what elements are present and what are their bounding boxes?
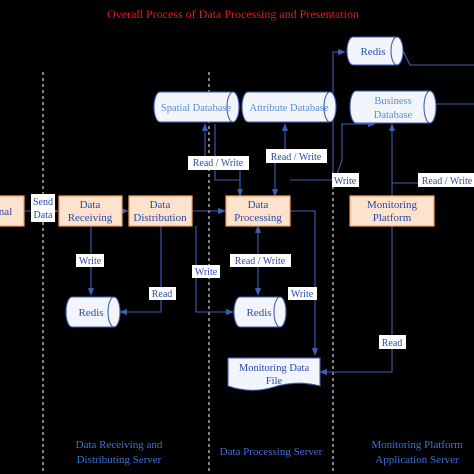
node-terminal-label: inal bbox=[0, 206, 12, 218]
db-attribute-database: Attribute Database bbox=[241, 91, 337, 123]
edge-label-write-receiving: Write bbox=[76, 254, 104, 267]
db-spatial-database-label: Spatial Database bbox=[161, 103, 232, 114]
edge-label-write-distribution-text: Write bbox=[195, 267, 218, 278]
edge-label-read-write-spatial: Read / Write bbox=[188, 156, 249, 170]
footer-processing-server: Data Processing Server bbox=[220, 446, 323, 458]
edge-label-read-write-attribute: Read / Write bbox=[266, 149, 327, 163]
arrow-spatial-down bbox=[214, 124, 240, 181]
db-redis-left: Redis bbox=[65, 296, 121, 328]
edge-label-write-processing-file-text: Write bbox=[291, 289, 314, 300]
edge-label-read-write-attribute-text: Read / Write bbox=[271, 152, 322, 163]
db-redis-mid: Redis bbox=[233, 296, 287, 328]
arrow-processing-file bbox=[290, 210, 319, 356]
edge-label-send-data: Send Data bbox=[31, 194, 55, 222]
footer-platform-server-line2: Application Server bbox=[375, 454, 459, 466]
edge-label-write-receiving-text: Write bbox=[79, 256, 102, 267]
edge-label-read-file: Read bbox=[379, 335, 406, 349]
edge-label-read-write-processing-redis: Read / Write bbox=[230, 254, 291, 267]
db-redis-mid-label: Redis bbox=[246, 307, 271, 319]
db-spatial-database: Spatial Database bbox=[153, 91, 240, 123]
edge-label-read-left-redis-text: Read bbox=[152, 289, 173, 300]
edge-label-read-write-business: Read / Write bbox=[418, 173, 474, 187]
footer-receiving-server-line1: Data Receiving and bbox=[76, 439, 163, 451]
edge-label-write-business-text: Write bbox=[334, 176, 357, 187]
node-data-processing: Data Processing bbox=[225, 195, 291, 227]
arrow-platform-redis-top bbox=[402, 50, 474, 66]
footer-platform-server-line1: Monitoring Platform bbox=[371, 439, 463, 451]
arrow-distribution-processing-redis bbox=[195, 226, 234, 316]
node-monitoring-platform-line2: Platform bbox=[373, 212, 412, 224]
edge-label-write-distribution: Write bbox=[192, 265, 220, 278]
db-business-database-line2: Database bbox=[374, 110, 413, 121]
db-redis-top: Redis bbox=[346, 36, 404, 66]
edge-label-write-processing-file: Write bbox=[288, 287, 317, 300]
edge-label-read-left-redis: Read bbox=[149, 287, 176, 300]
edge-label-read-write-processing-redis-text: Read / Write bbox=[235, 256, 286, 267]
db-business-database-line1: Business bbox=[374, 96, 411, 107]
edge-label-read-write-spatial-text: Read / Write bbox=[193, 158, 244, 169]
db-redis-left-label: Redis bbox=[78, 307, 103, 319]
footer-receiving-server-line2: Distributing Server bbox=[77, 454, 162, 466]
db-business-database: Business Database bbox=[349, 90, 437, 124]
node-data-distribution-line2: Distribution bbox=[133, 212, 187, 224]
node-data-processing-line1: Data bbox=[248, 199, 269, 211]
file-monitoring-data: Monitoring Data File bbox=[227, 357, 321, 391]
node-data-receiving-line2: Receiving bbox=[68, 212, 113, 224]
node-data-receiving: Data Receiving bbox=[58, 195, 123, 227]
node-terminal: inal bbox=[0, 195, 25, 227]
node-monitoring-platform: Monitoring Platform bbox=[349, 195, 435, 227]
node-data-distribution: Data Distribution bbox=[128, 195, 193, 227]
arrow-file-platform bbox=[319, 226, 393, 376]
edge-label-read-file-text: Read bbox=[382, 338, 403, 349]
diagram-title: Overall Process of Data Processing and P… bbox=[107, 7, 359, 21]
node-monitoring-platform-line1: Monitoring bbox=[367, 199, 418, 211]
db-attribute-database-label: Attribute Database bbox=[249, 103, 328, 114]
arrow-attribute-business bbox=[334, 120, 376, 181]
arrow-distribution-redis bbox=[119, 226, 162, 316]
file-monitoring-data-line1: Monitoring Data bbox=[239, 363, 310, 374]
db-redis-top-label: Redis bbox=[360, 46, 385, 58]
edge-label-read-write-business-text: Read / Write bbox=[422, 176, 473, 187]
node-data-distribution-line1: Data bbox=[150, 199, 171, 211]
edge-label-send-data-line2: Data bbox=[34, 210, 53, 221]
edge-label-write-business: Write bbox=[332, 173, 359, 187]
node-data-processing-line2: Processing bbox=[234, 212, 282, 224]
node-data-receiving-line1: Data bbox=[80, 199, 101, 211]
edge-label-send-data-line1: Send bbox=[33, 197, 53, 208]
file-monitoring-data-line2: File bbox=[266, 376, 283, 387]
